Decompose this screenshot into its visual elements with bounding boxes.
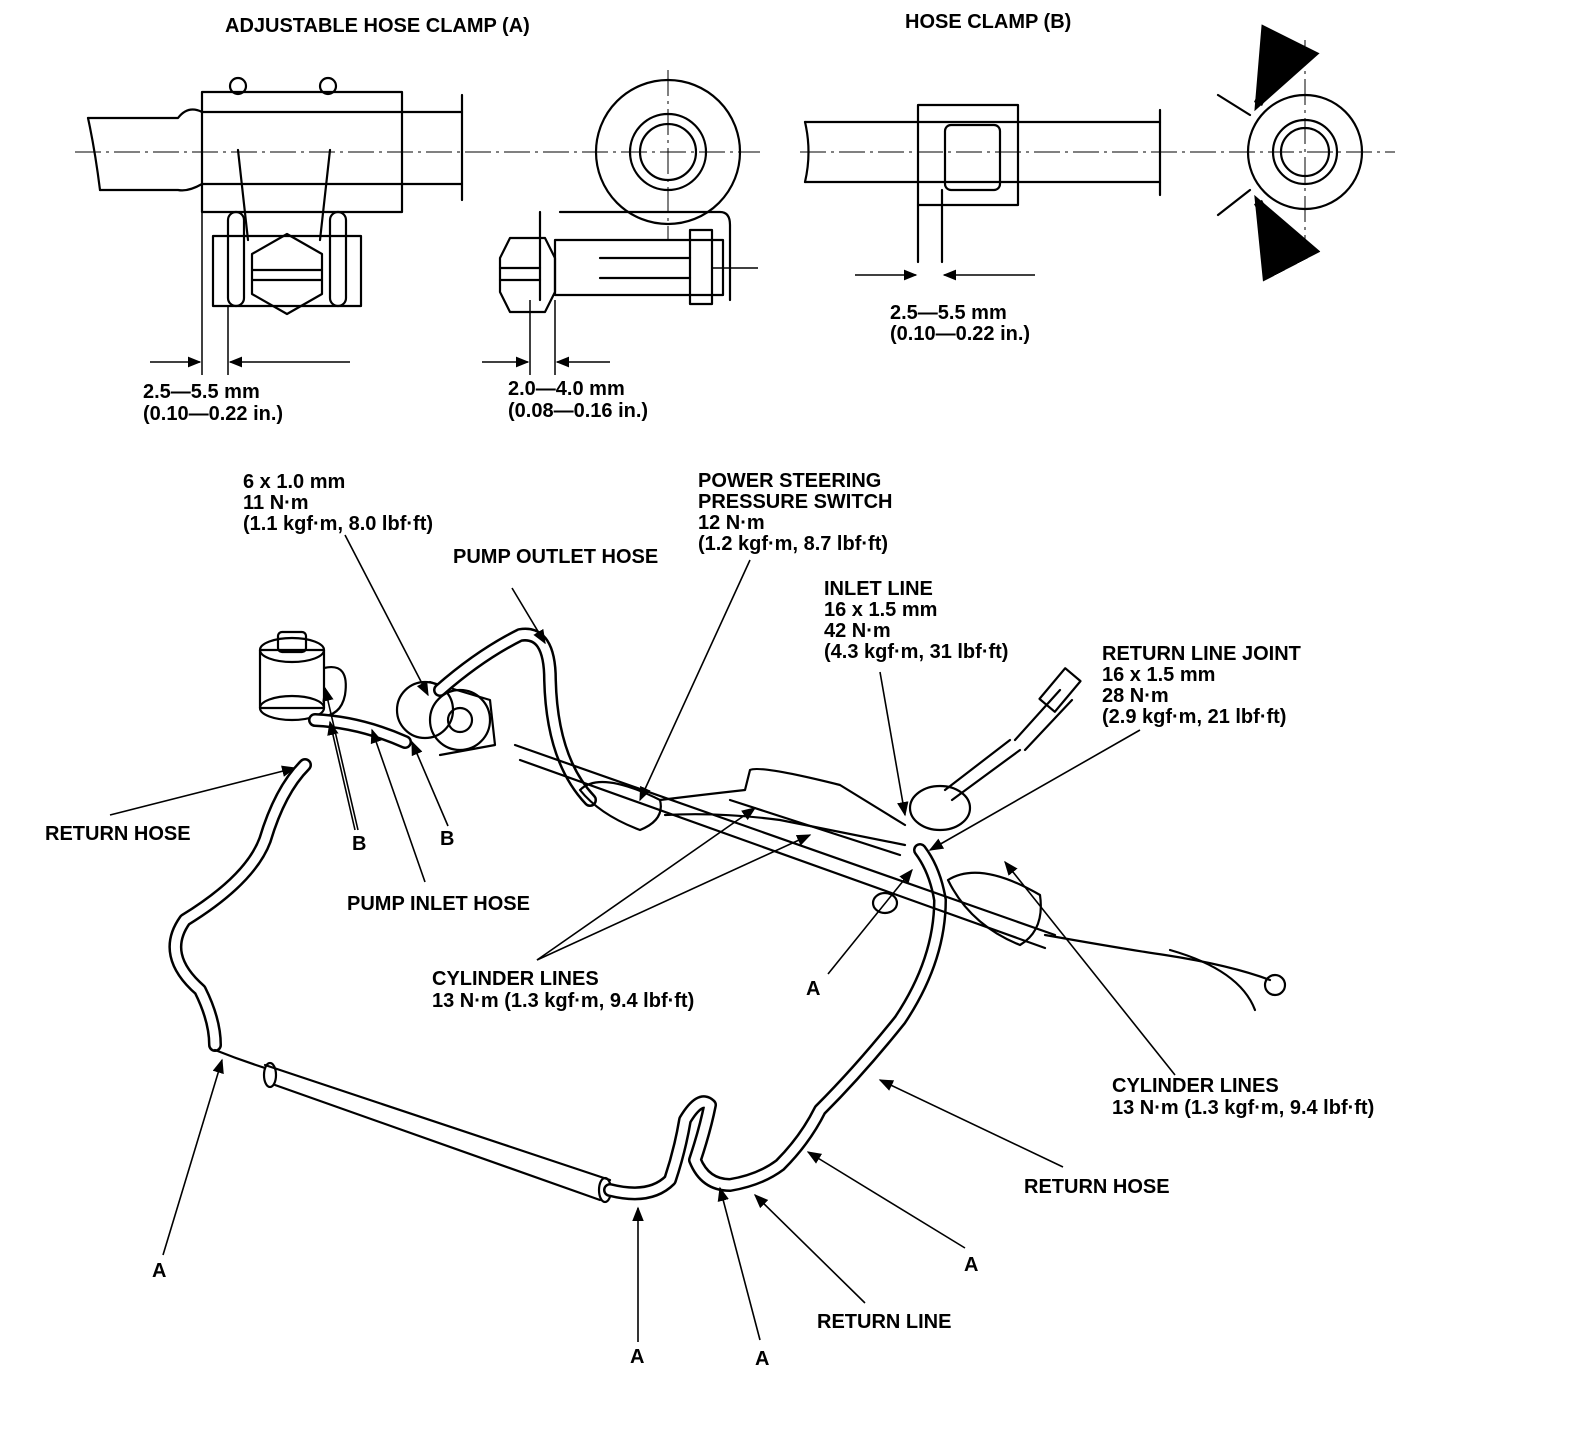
hose-clamp-b-dim-mm: 2.5—5.5 mm	[890, 302, 1007, 324]
leader-lines	[109, 534, 1176, 1342]
power-steering-pump	[395, 680, 497, 757]
steering-assembly	[168, 627, 1287, 1204]
cylinder-lines-right-torque: 13 N·m (1.3 kgf·m, 9.4 lbf·ft)	[1112, 1097, 1374, 1119]
clamp-a-label-cooler: A	[630, 1346, 644, 1368]
inlet-line-size: 16 x 1.5 mm	[824, 599, 937, 621]
cylinder-lines-right-label: CYLINDER LINES	[1112, 1075, 1279, 1097]
return-line-label: RETURN LINE	[817, 1311, 951, 1333]
return-hose-right-label: RETURN HOSE	[1024, 1176, 1170, 1198]
clamp-a-label-rack: A	[806, 978, 820, 1000]
return-line-joint-torque-alt: (2.9 kgf·m, 21 lbf·ft)	[1102, 706, 1286, 728]
hose-clamp-b-title: HOSE CLAMP (B)	[905, 11, 1071, 33]
pump-bolt-torque: 11 N·m	[243, 492, 309, 514]
hose-clamp-b-dim-in: (0.10—0.22 in.)	[890, 323, 1030, 345]
pump-inlet-hose-label: PUMP INLET HOSE	[347, 893, 530, 915]
hose-clamp-b-figure: HOSE CLAMP (B) 2.5—5.5 mm (0.10—0.22 in.…	[800, 11, 1395, 345]
pressure-switch-line1: POWER STEERING	[698, 470, 881, 492]
clamp-a-label-return: A	[755, 1348, 769, 1370]
adjustable-clamp-figure: ADJUSTABLE HOSE CLAMP (A) 2.5—5.5 mm (0.…	[75, 15, 760, 425]
cylinder-lines-center-torque: 13 N·m (1.3 kgf·m, 9.4 lbf·ft)	[432, 990, 694, 1012]
return-line-joint-size: 16 x 1.5 mm	[1102, 664, 1215, 686]
inlet-line-label: INLET LINE	[824, 578, 933, 600]
adjustable-clamp-title: ADJUSTABLE HOSE CLAMP (A)	[225, 15, 530, 37]
callout-labels: 6 x 1.0 mm 11 N·m (1.1 kgf·m, 8.0 lbf·ft…	[45, 470, 1374, 1370]
adjustable-clamp-dim2-mm: 2.0—4.0 mm	[508, 378, 625, 400]
clamp-a-label-left: A	[152, 1260, 166, 1282]
clamp-b-label-right: B	[440, 828, 454, 850]
adjustable-clamp-dim1-in: (0.10—0.22 in.)	[143, 403, 283, 425]
pressure-switch-torque: 12 N·m	[698, 512, 765, 534]
pump-bolt-size: 6 x 1.0 mm	[243, 471, 345, 493]
return-line-joint-torque: 28 N·m	[1102, 685, 1169, 707]
pressure-switch-line2: PRESSURE SWITCH	[698, 491, 892, 513]
clamp-a-label-right: A	[964, 1254, 978, 1276]
inlet-line-torque-alt: (4.3 kgf·m, 31 lbf·ft)	[824, 641, 1008, 663]
pump-bolt-torque-alt: (1.1 kgf·m, 8.0 lbf·ft)	[243, 513, 433, 535]
return-hose-left-label: RETURN HOSE	[45, 823, 191, 845]
clamp-b-label-left: B	[352, 833, 366, 855]
fluid-reservoir	[258, 630, 347, 722]
adjustable-clamp-dim2-in: (0.08—0.16 in.)	[508, 400, 648, 422]
steering-rack	[513, 667, 1287, 1012]
pump-outlet-hose-label: PUMP OUTLET HOSE	[453, 546, 658, 568]
cylinder-lines-center-label: CYLINDER LINES	[432, 968, 599, 990]
inlet-line-torque: 42 N·m	[824, 620, 891, 642]
pressure-switch-torque-alt: (1.2 kgf·m, 8.7 lbf·ft)	[698, 533, 888, 555]
return-line-joint-label: RETURN LINE JOINT	[1102, 643, 1301, 665]
adjustable-clamp-dim1-mm: 2.5—5.5 mm	[143, 381, 260, 403]
